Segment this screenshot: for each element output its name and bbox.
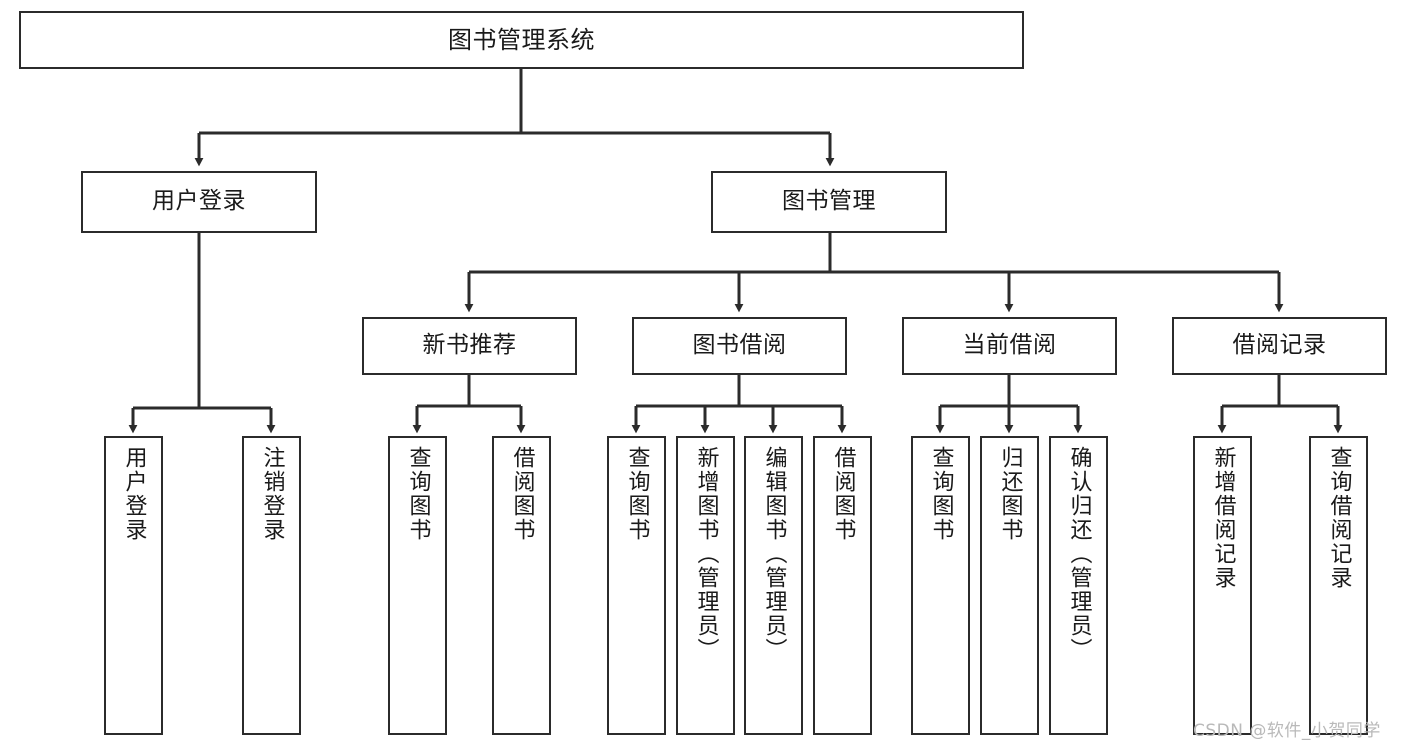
- node-label: 查询图书: [405, 446, 431, 542]
- node-current-borrow[interactable]: 当前借阅: [902, 317, 1117, 375]
- leaf-add-borrow-record[interactable]: 新增借阅记录: [1193, 436, 1252, 735]
- node-label: 借阅记录: [1232, 332, 1327, 359]
- leaf-query-books-borrow[interactable]: 查询图书: [607, 436, 666, 735]
- node-book-borrow[interactable]: 图书借阅: [632, 317, 847, 375]
- node-label: 新增图书（管理员）: [693, 446, 719, 662]
- leaf-user-login[interactable]: 用户登录: [104, 436, 163, 735]
- node-label: 新书推荐: [422, 332, 517, 359]
- node-borrow-record[interactable]: 借阅记录: [1172, 317, 1387, 375]
- leaf-edit-book-admin[interactable]: 编辑图书（管理员）: [744, 436, 803, 735]
- node-label: 确认归还（管理员）: [1066, 446, 1092, 662]
- leaf-return-books[interactable]: 归还图书: [980, 436, 1039, 735]
- leaf-query-borrow-record[interactable]: 查询借阅记录: [1309, 436, 1368, 735]
- leaf-query-books-current[interactable]: 查询图书: [911, 436, 970, 735]
- node-label: 用户登录: [121, 446, 147, 542]
- node-root-library-system[interactable]: 图书管理系统: [19, 11, 1024, 69]
- node-user-login[interactable]: 用户登录: [81, 171, 317, 233]
- node-label: 图书管理系统: [448, 25, 595, 54]
- node-new-book-recommend[interactable]: 新书推荐: [362, 317, 577, 375]
- leaf-add-book-admin[interactable]: 新增图书（管理员）: [676, 436, 735, 735]
- leaf-confirm-return-admin[interactable]: 确认归还（管理员）: [1049, 436, 1108, 735]
- node-label: 查询借阅记录: [1326, 446, 1352, 590]
- node-book-management[interactable]: 图书管理: [711, 171, 947, 233]
- node-label: 图书管理: [782, 188, 876, 215]
- node-label: 借阅图书: [830, 446, 856, 542]
- node-label: 编辑图书（管理员）: [761, 446, 787, 662]
- node-label: 用户登录: [152, 188, 246, 215]
- leaf-logout[interactable]: 注销登录: [242, 436, 301, 735]
- node-label: 图书借阅: [692, 332, 787, 359]
- node-label: 归还图书: [997, 446, 1023, 542]
- node-label: 当前借阅: [962, 332, 1057, 359]
- leaf-borrow-books[interactable]: 借阅图书: [813, 436, 872, 735]
- node-label: 注销登录: [259, 446, 285, 542]
- node-label: 借阅图书: [509, 446, 535, 542]
- node-label: 查询图书: [624, 446, 650, 542]
- node-label: 新增借阅记录: [1210, 446, 1236, 590]
- leaf-borrow-books-recommend[interactable]: 借阅图书: [492, 436, 551, 735]
- csdn-watermark: CSDN @软件_小贺同学: [1193, 721, 1381, 741]
- leaf-query-books-recommend[interactable]: 查询图书: [388, 436, 447, 735]
- node-label: 查询图书: [928, 446, 954, 542]
